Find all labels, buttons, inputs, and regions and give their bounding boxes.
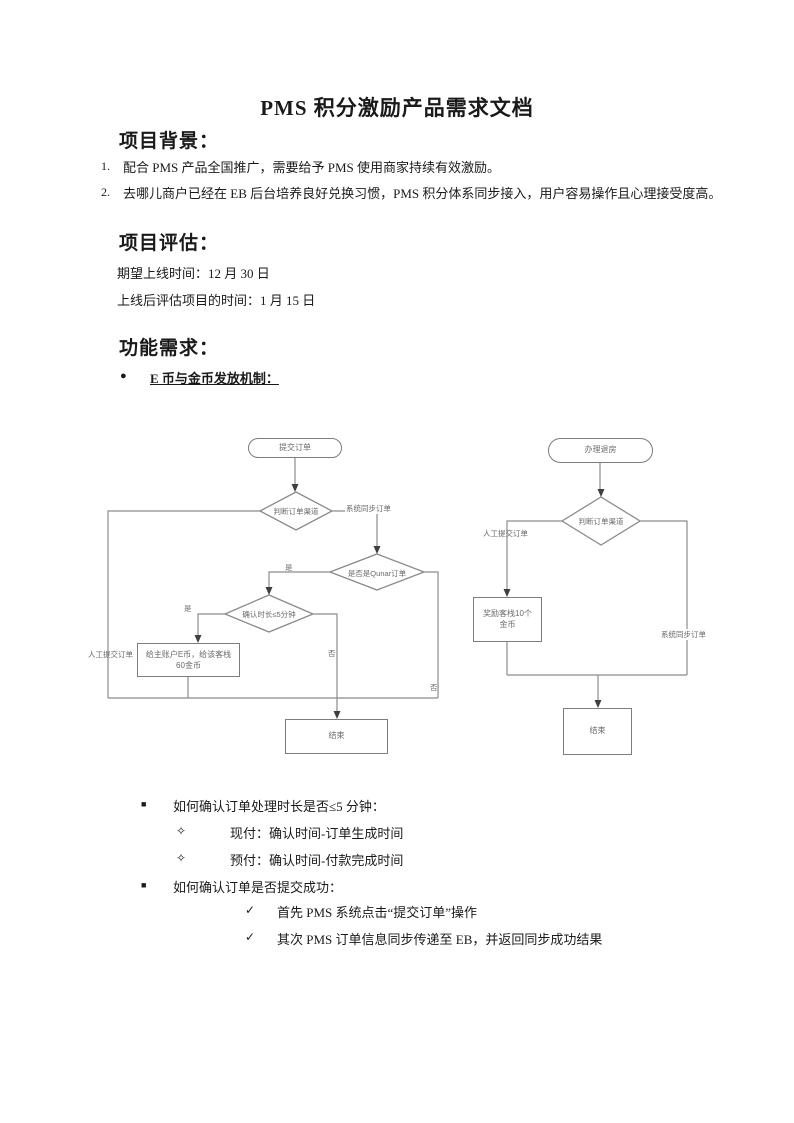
- edge-label-system-sync-left: 系统同步订单: [345, 503, 392, 514]
- flow-reward-60-line1: 给主账户E币，给该客栈: [145, 650, 232, 659]
- flow-start-checkout: 办理退房: [548, 438, 653, 463]
- list-item-text: 去哪儿商户已经在 EB 后台培养良好兑换习惯，PMS 积分体系同步接入，用户容易…: [123, 186, 722, 201]
- page-title: PMS 积分激励产品需求文档: [260, 96, 534, 120]
- square-bullet-icon: ■: [141, 799, 147, 809]
- flow-end-right: 结束: [563, 708, 632, 755]
- note-q2: 如何确认订单是否提交成功：: [173, 880, 343, 895]
- list-item-number: 1.: [101, 159, 110, 173]
- requirements-bullet-text: E 币与金币发放机制：: [150, 371, 279, 386]
- heading-evaluation: 项目评估：: [119, 233, 220, 254]
- check-bullet-icon: ✓: [245, 930, 256, 944]
- heading-background: 项目背景：: [119, 131, 220, 152]
- edge-label-system-sync-right: 系统同步订单: [660, 629, 707, 640]
- flow-start-submit-order: 提交订单: [248, 438, 342, 458]
- edge-label-no-2: 否: [430, 683, 438, 692]
- list-item-text: 配合 PMS 产品全国推广，需要给予 PMS 使用商家持续有效激励。: [123, 160, 501, 175]
- edge-label-yes-1: 是: [285, 563, 293, 572]
- flow-decision-order-channel: 判断订单渠道: [273, 507, 319, 516]
- diamond-bullet-icon: ✧: [176, 851, 187, 865]
- square-bullet-icon: ■: [141, 880, 147, 890]
- flow-decision-order-channel-right: 判断订单渠道: [578, 517, 624, 526]
- evaluation-line-2: 上线后评估项目的时间：1 月 15 日: [117, 293, 316, 308]
- note-q1-sub1: 现付：确认时间-订单生成时间: [230, 826, 404, 841]
- note-q2-sub1: 首先 PMS 系统点击“提交订单”操作: [277, 905, 478, 920]
- heading-requirements: 功能需求：: [119, 338, 220, 359]
- flowchart: 提交订单 判断订单渠道 是否是Qunar订单 确认时长≤5分钟 给主账户E币，给…: [88, 428, 713, 778]
- check-bullet-icon: ✓: [245, 903, 256, 917]
- flow-reward-10-line1: 奖励客栈10个: [483, 609, 532, 618]
- flowchart-connectors: [107, 458, 688, 719]
- diamond-bullet-icon: ✧: [176, 824, 187, 838]
- evaluation-line-1: 期望上线时间：12 月 30 日: [117, 266, 270, 281]
- note-q1-sub2: 预付：确认时间-付款完成时间: [230, 853, 404, 868]
- list-item-number: 2.: [101, 185, 110, 199]
- flow-end-left: 结束: [285, 719, 388, 754]
- edge-label-manual-left: 人工提交订单: [88, 650, 133, 659]
- flow-decision-confirm-time: 确认时长≤5分钟: [242, 610, 296, 619]
- edge-label-manual-right: 人工提交订单: [483, 529, 528, 538]
- note-q2-sub2: 其次 PMS 订单信息同步传递至 EB，并返回同步成功结果: [277, 932, 603, 947]
- edge-label-yes-2: 是: [184, 604, 192, 613]
- edge-label-no-1: 否: [328, 649, 336, 658]
- flow-reward-60-line2: 60金币: [176, 661, 201, 670]
- note-q1: 如何确认订单处理时长是否≤5 分钟：: [173, 799, 385, 814]
- flow-decision-qunar-order: 是否是Qunar订单: [347, 569, 407, 578]
- flow-reward-10-line2: 金币: [499, 620, 516, 629]
- dot-bullet-icon: ●: [120, 370, 127, 382]
